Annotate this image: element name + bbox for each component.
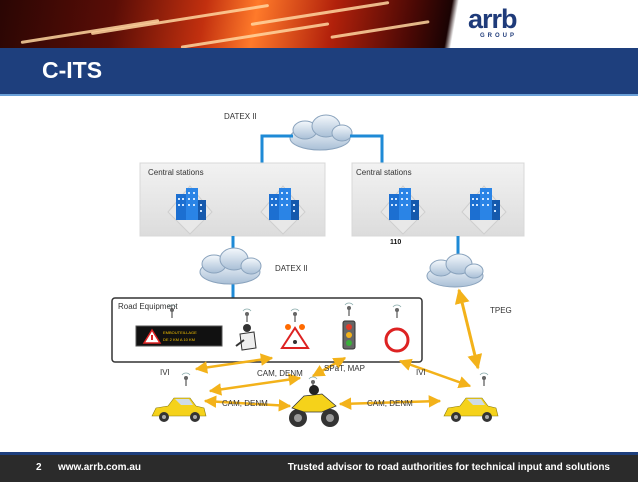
link-line xyxy=(350,134,384,163)
header-banner: arrb GROUP xyxy=(0,0,638,48)
right-cloud-icon xyxy=(426,253,484,288)
speed-sign-icon xyxy=(384,304,410,353)
v2x-arrow xyxy=(203,395,292,412)
mid-cloud-icon xyxy=(199,247,262,285)
tpeg-arrow xyxy=(454,288,483,370)
slide-title: C-ITS xyxy=(42,57,103,83)
tpeg-label: TPEG xyxy=(490,306,512,315)
motorcycle-icon xyxy=(289,376,339,427)
light-streak xyxy=(180,22,330,48)
light-streak xyxy=(250,1,390,26)
c-its-diagram: DATEX II Central stations Central statio… xyxy=(0,96,638,448)
link-cam-denm-right-label: CAM, DENM xyxy=(367,399,413,408)
vms-text-line2: DE 2 KM A 10 KM xyxy=(163,337,196,342)
diagram-canvas xyxy=(111,114,525,427)
road-equipment-label: Road Equipment xyxy=(118,302,178,311)
top-network-label: DATEX II xyxy=(224,112,257,121)
link-spat-map-label: SPaT, MAP xyxy=(324,364,365,373)
footer-url-link[interactable]: www.arrb.com.au xyxy=(58,462,141,473)
arrb-logo: arrb GROUP xyxy=(468,4,576,44)
logo-text: arrb xyxy=(468,4,518,34)
logo-group-text: GROUP xyxy=(480,33,518,39)
road-worker-icon xyxy=(235,308,257,351)
mid-network-label: DATEX II xyxy=(275,264,308,273)
footer-bar: 2 www.arrb.com.au Trusted advisor to roa… xyxy=(0,452,638,482)
link-ivi-left-label: IVI xyxy=(160,368,170,377)
title-bar: C-ITS xyxy=(0,48,638,96)
vms-text-line1: EMBOUTEILLAGE xyxy=(163,330,197,335)
v2x-arrow xyxy=(338,395,442,410)
v2x-arrow xyxy=(208,373,302,396)
central-stations-right-label: Central stations xyxy=(356,168,412,177)
traffic-light-icon xyxy=(342,302,356,350)
v2x-arrow xyxy=(194,353,274,374)
top-cloud-icon xyxy=(289,114,353,151)
page-number: 2 xyxy=(36,462,42,473)
v2x-arrow xyxy=(398,358,472,389)
car-left-icon xyxy=(151,372,207,423)
light-streak xyxy=(90,3,270,36)
link-cam-denm-left-label: CAM, DENM xyxy=(222,399,268,408)
link-cam-denm-upper-label: CAM, DENM xyxy=(257,369,303,378)
central-stations-left-label: Central stations xyxy=(148,168,204,177)
vms-sign-icon xyxy=(135,304,223,347)
link-line xyxy=(260,134,293,163)
roadworks-icon xyxy=(280,308,310,349)
v2x-arrow xyxy=(311,356,347,378)
footer-tagline: Trusted advisor to road authorities for … xyxy=(287,462,610,473)
speed-sign-value: 110 xyxy=(390,239,402,246)
light-streak xyxy=(20,19,160,44)
link-ivi-right-label: IVI xyxy=(416,368,426,377)
light-streak xyxy=(330,20,430,39)
